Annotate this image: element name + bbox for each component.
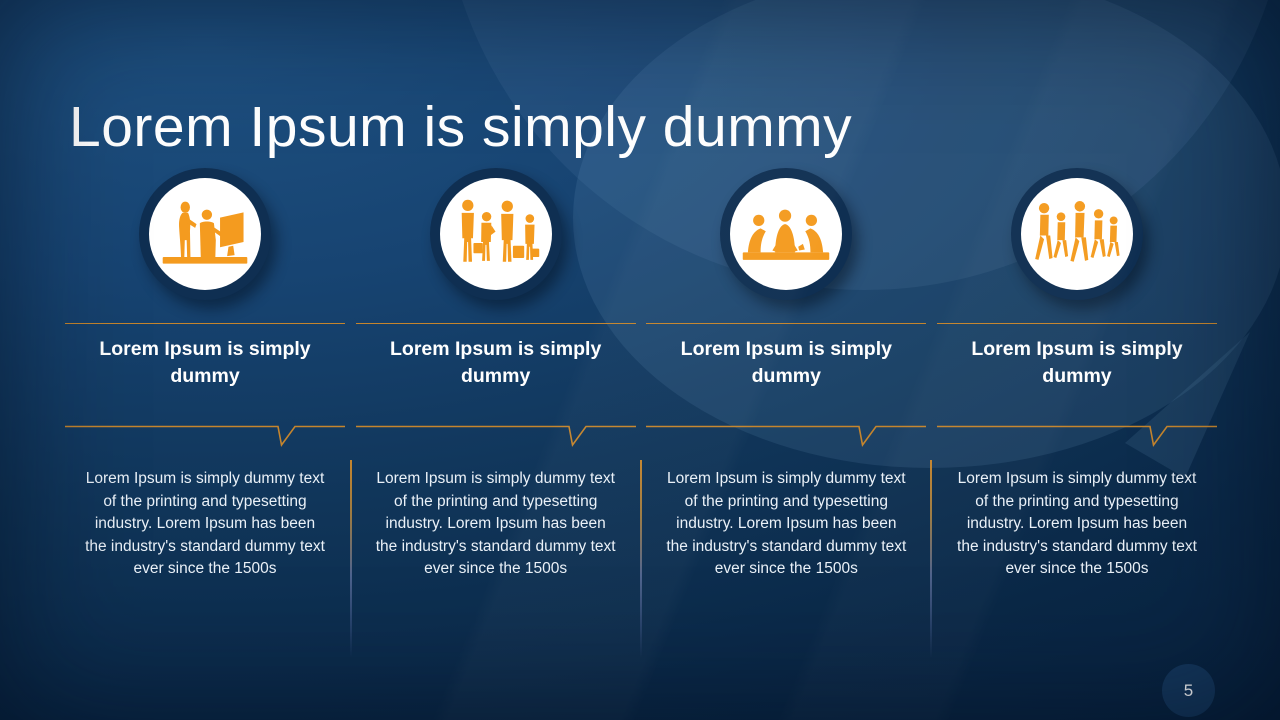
page-number: 5 [1183,680,1194,700]
icon-circle-inner [730,178,843,290]
speech-tail-line [65,425,345,447]
people-walking-icon [1035,200,1120,262]
column-divider [350,460,352,658]
info-column-4: Lorem Ipsum is simply dummy Lorem Ipsum … [936,160,1217,680]
page-number-badge: 5 [1162,664,1215,717]
column-body-text: Lorem Ipsum is simply dummy text of the … [375,470,616,577]
column-divider [930,460,932,658]
column-heading: Lorem Ipsum is simply dummy [680,338,892,387]
column-heading: Lorem Ipsum is simply dummy [390,338,602,387]
meeting-table-icon [743,209,830,260]
icon-circle [429,168,562,300]
column-body-text: Lorem Ipsum is simply dummy text of the … [85,470,325,577]
info-column-1: Lorem Ipsum is simply dummy Lorem Ipsum … [65,160,345,680]
business-group-icon [461,199,539,262]
heading-top-line [65,323,345,324]
speech-tail-line [646,425,927,447]
icon-circle [720,168,853,300]
speech-tail-line [355,425,636,447]
teamwork-desk-icon [162,201,248,264]
icon-circle [1010,168,1143,300]
heading-top-line [355,323,636,324]
heading-top-line [936,323,1217,324]
columns-row: Lorem Ipsum is simply dummy Lorem Ipsum … [65,160,1217,680]
info-column-3: Lorem Ipsum is simply dummy Lorem Ipsum … [646,160,927,680]
icon-circle-inner [149,178,261,290]
column-heading: Lorem Ipsum is simply dummy [99,338,311,387]
icon-circle [139,168,271,300]
slide-title: Lorem Ipsum is simply dummy [69,95,853,160]
column-divider [640,460,642,658]
info-column-2: Lorem Ipsum is simply dummy Lorem Ipsum … [355,160,636,680]
column-body-text: Lorem Ipsum is simply dummy text of the … [666,470,907,577]
column-body-text: Lorem Ipsum is simply dummy text of the … [957,470,1197,577]
icon-circle-inner [439,178,552,290]
heading-top-line [646,323,927,324]
column-heading: Lorem Ipsum is simply dummy [971,338,1183,387]
icon-circle-inner [1020,178,1133,290]
speech-tail-line [936,425,1217,447]
